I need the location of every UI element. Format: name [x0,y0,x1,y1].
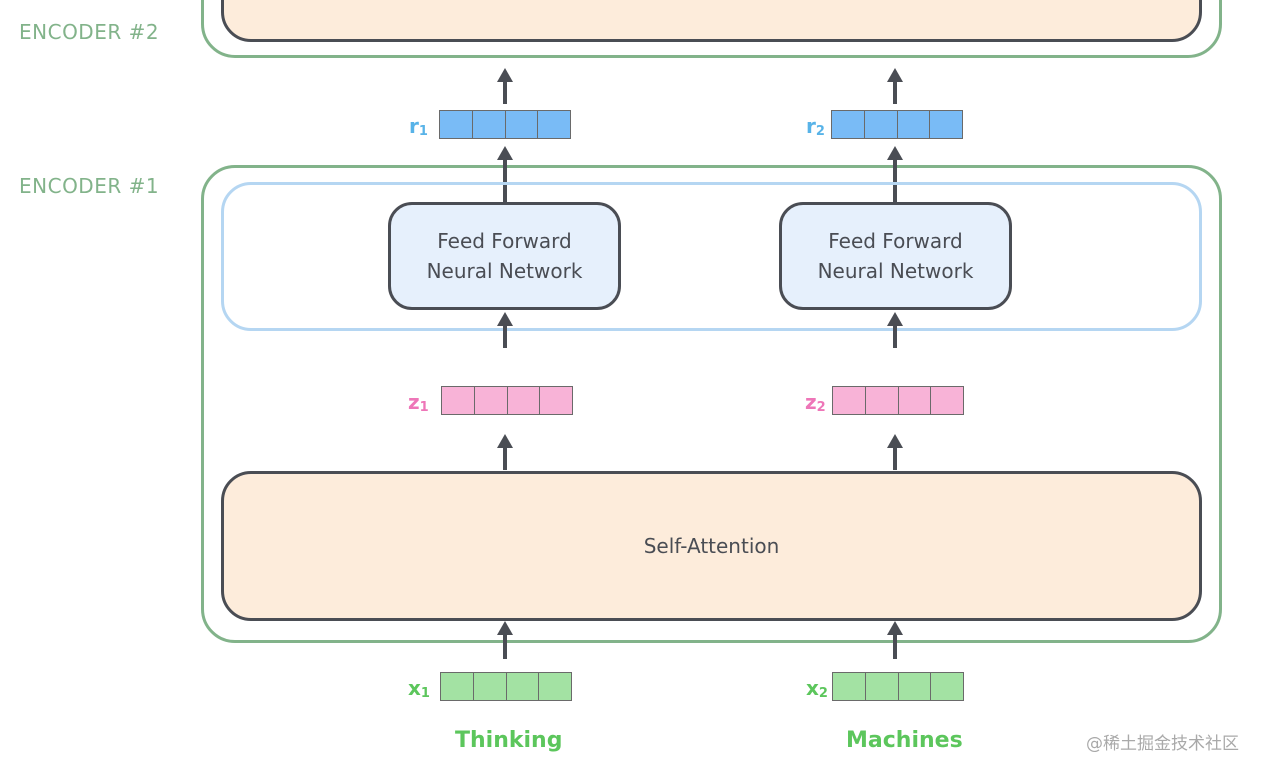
encoder1-frame [201,165,1222,643]
z2-vector [832,386,964,415]
z1-vector [441,386,573,415]
x1-vector [440,672,572,701]
z2-label: z2 [805,390,826,415]
encoder2-frame [201,0,1222,58]
x2-vector [832,672,964,701]
input-word-2: Machines [846,728,963,753]
x2-label: x2 [806,676,828,701]
r1-vector [439,110,571,139]
self-attention-layer: Self-Attention [221,471,1202,621]
ffn2-line1: Feed Forward [828,229,963,253]
x1-label: x1 [408,676,430,701]
r2-vector [831,110,963,139]
z1-label: z1 [408,390,429,415]
watermark: @稀土掘金技术社区 [1086,734,1239,754]
input-word-1: Thinking [455,728,563,753]
ffn1-line2: Neural Network [426,259,583,283]
r2-label: r2 [806,114,825,139]
encoder2-inner-block [221,0,1202,42]
encoder2-label: ENCODER #2 [19,20,160,44]
ffn1-line1: Feed Forward [437,229,572,253]
r1-label: r1 [409,114,428,139]
self-attention-label: Self-Attention [643,534,780,558]
feed-forward-layer [221,182,1202,331]
encoder1-label: ENCODER #1 [19,174,160,198]
ffn2-line2: Neural Network [817,259,974,283]
